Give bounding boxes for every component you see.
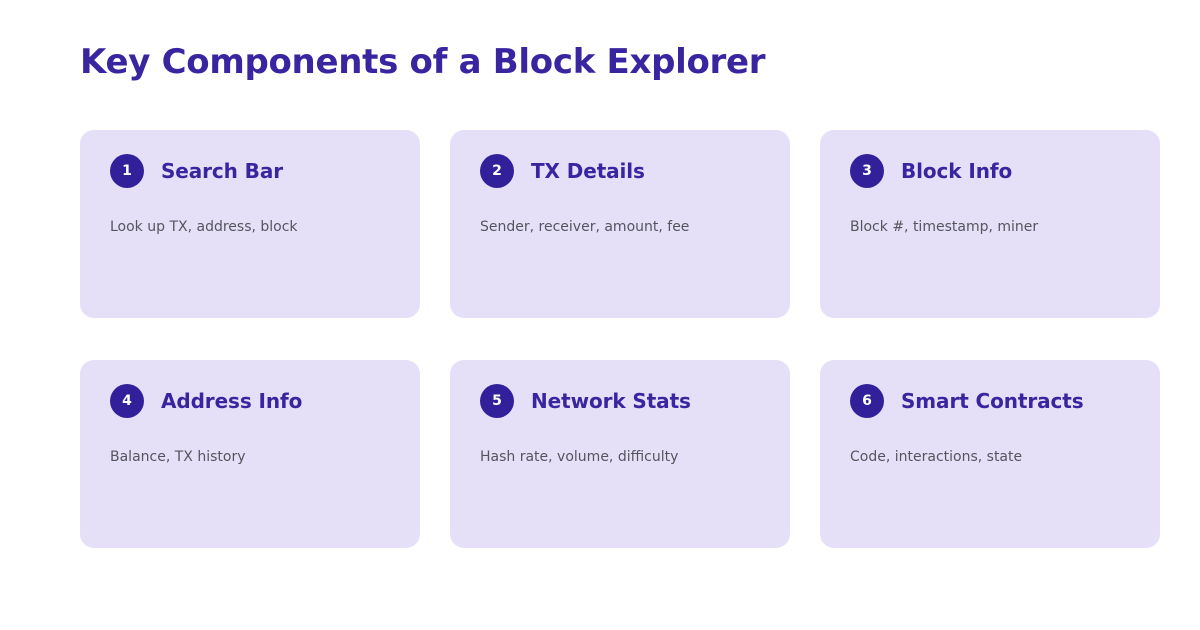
card-header: 2 TX Details [480, 154, 760, 188]
page-title: Key Components of a Block Explorer [80, 42, 766, 82]
card-description: Sender, receiver, amount, fee [480, 219, 690, 235]
step-number-badge: 4 [110, 384, 144, 418]
component-card-5[interactable]: 5 Network Stats Hash rate, volume, diffi… [450, 360, 790, 548]
step-number-badge: 6 [850, 384, 884, 418]
card-header: 3 Block Info [850, 154, 1130, 188]
card-description: Hash rate, volume, difficulty [480, 449, 679, 465]
component-card-3[interactable]: 3 Block Info Block #, timestamp, miner [820, 130, 1160, 318]
card-description: Balance, TX history [110, 449, 246, 465]
card-description: Code, interactions, state [850, 449, 1023, 465]
component-card-4[interactable]: 4 Address Info Balance, TX history [80, 360, 420, 548]
component-card-6[interactable]: 6 Smart Contracts Code, interactions, st… [820, 360, 1160, 548]
card-title: Search Bar [161, 159, 283, 183]
step-number-badge: 5 [480, 384, 514, 418]
card-header: 5 Network Stats [480, 384, 760, 418]
card-title: Smart Contracts [901, 389, 1084, 413]
step-number-badge: 2 [480, 154, 514, 188]
card-description: Look up TX, address, block [110, 219, 298, 235]
card-header: 4 Address Info [110, 384, 390, 418]
card-title: Address Info [161, 389, 303, 413]
step-number-badge: 3 [850, 154, 884, 188]
component-card-grid: 1 Search Bar Look up TX, address, block … [80, 130, 1160, 548]
component-card-2[interactable]: 2 TX Details Sender, receiver, amount, f… [450, 130, 790, 318]
step-number-badge: 1 [110, 154, 144, 188]
card-header: 1 Search Bar [110, 154, 390, 188]
card-title: Block Info [901, 159, 1013, 183]
card-title: Network Stats [531, 389, 691, 413]
component-card-1[interactable]: 1 Search Bar Look up TX, address, block [80, 130, 420, 318]
card-title: TX Details [531, 159, 645, 183]
card-description: Block #, timestamp, miner [850, 219, 1039, 235]
card-header: 6 Smart Contracts [850, 384, 1130, 418]
